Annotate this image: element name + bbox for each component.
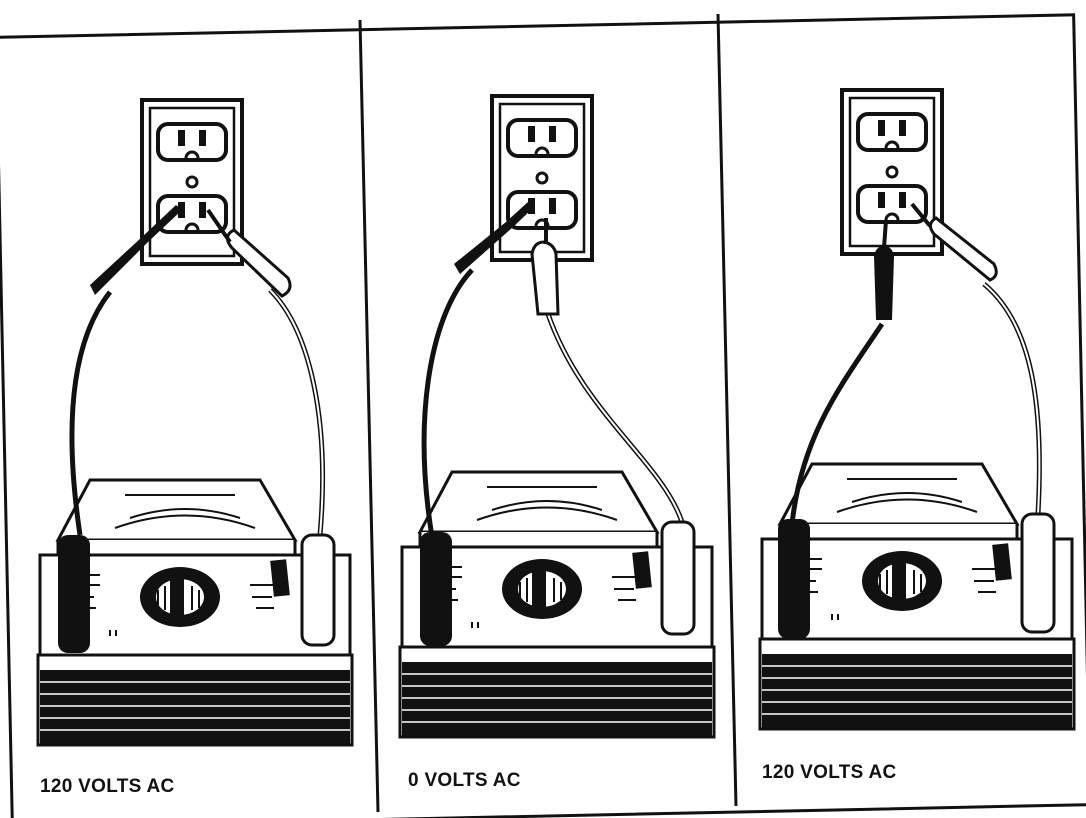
white-probe	[226, 228, 292, 298]
wall-outlet	[490, 94, 594, 262]
black-plug	[58, 535, 90, 653]
black-probe	[874, 246, 894, 320]
black-plug	[778, 519, 810, 639]
panel-1	[36, 98, 354, 747]
wall-outlet	[840, 88, 944, 256]
black-test-lead	[789, 322, 885, 525]
white-plug	[1020, 512, 1056, 634]
black-probe	[90, 205, 182, 295]
white-probe	[929, 216, 998, 282]
white-probe	[530, 240, 560, 316]
white-plug	[300, 533, 336, 647]
figure-border	[0, 13, 1086, 818]
panel-2	[398, 94, 716, 739]
black-test-lead	[421, 268, 474, 538]
panel-divider-1	[358, 19, 380, 813]
panel-1-caption: 120 VOLTS AC	[40, 776, 175, 797]
panel-2-caption: 0 VOLTS AC	[408, 770, 521, 791]
panel-divider-2	[716, 13, 738, 807]
black-plug	[420, 532, 452, 646]
black-probe	[454, 202, 534, 274]
panel-3-caption: 120 VOLTS AC	[762, 762, 897, 783]
panel-3	[758, 88, 1076, 731]
black-test-lead	[69, 290, 112, 536]
white-plug	[660, 520, 696, 636]
